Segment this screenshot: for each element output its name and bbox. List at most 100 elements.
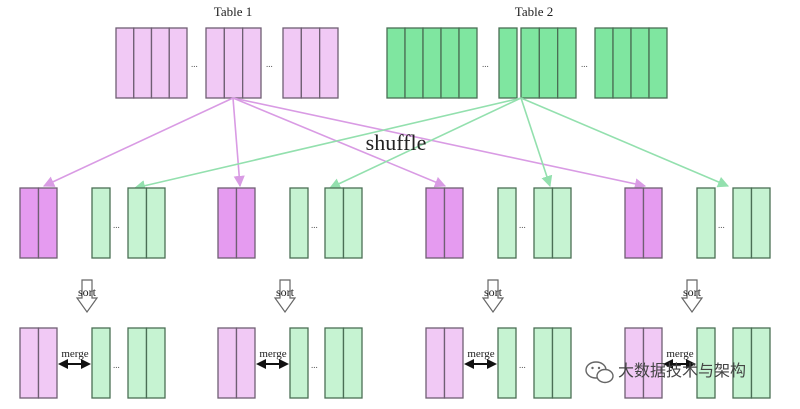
- partition-cell: [386, 27, 406, 99]
- partition-cell: [642, 187, 663, 259]
- shuffled-table2-partition: [732, 187, 771, 259]
- table1-label: Table 1: [214, 4, 252, 19]
- sort-label: sort: [276, 285, 295, 299]
- partition-cell: [750, 327, 771, 399]
- merge-step: merge: [256, 348, 289, 369]
- ellipsis: ...: [113, 360, 120, 370]
- merge-steps: merge merge merge merge: [58, 348, 696, 369]
- partition-cell: [696, 187, 716, 259]
- ellipsis: ...: [718, 360, 725, 370]
- table1-block: [205, 27, 262, 99]
- merge-step: merge: [58, 348, 91, 369]
- partition-cell: [223, 27, 244, 99]
- merge-label: merge: [467, 348, 494, 360]
- shuffled-table2-partition: [289, 187, 309, 259]
- sorted-table1-partition: [624, 327, 663, 399]
- sorted-table2-partition: [324, 327, 363, 399]
- partition-cell: [750, 187, 771, 259]
- sort-step: sort: [680, 279, 704, 314]
- table1-partitions: [115, 27, 339, 99]
- table2-block: [386, 27, 478, 99]
- partition-cell: [732, 187, 753, 259]
- partition-cell: [458, 27, 478, 99]
- partition-cell: [342, 327, 363, 399]
- shuffled-table2-partition: [324, 187, 363, 259]
- partition-cell: [551, 327, 572, 399]
- partition-cell: [443, 187, 464, 259]
- partition-cell: [557, 27, 577, 99]
- partition-cell: [624, 187, 645, 259]
- partition-cell: [342, 187, 363, 259]
- partition-cell: [630, 27, 650, 99]
- ellipsis: ...: [718, 220, 725, 230]
- partition-cell: [300, 27, 321, 99]
- sort-step: sort: [481, 279, 505, 314]
- partition-cell: [282, 27, 302, 99]
- partition-cell: [168, 27, 188, 99]
- partition-cell: [235, 327, 256, 399]
- shuffled-table2-partition: [696, 187, 716, 259]
- sort-down-arrow-icon: [75, 279, 99, 314]
- merge-step: merge: [663, 348, 696, 369]
- watermark-text: 大数据技术与架构: [618, 361, 746, 380]
- partition-cell: [217, 187, 238, 259]
- shuffled-table1-partition: [425, 187, 464, 259]
- shuffled-table2-partition: [127, 187, 166, 259]
- table2-partitions: [386, 27, 668, 99]
- sort-label: sort: [484, 285, 503, 299]
- shuffle-arrows-table1: [42, 97, 647, 190]
- partition-cell: [127, 327, 148, 399]
- table2-ellipsis-1: ...: [482, 59, 489, 69]
- ellipsis: ...: [519, 220, 526, 230]
- table1-block: [282, 27, 339, 99]
- shuffled-table2-partition: [533, 187, 572, 259]
- partition-cell: [91, 187, 111, 259]
- partition-cell: [440, 27, 460, 99]
- table2-ellipsis-2: ...: [581, 59, 588, 69]
- wechat-logo-icon: [585, 361, 614, 384]
- partition-cell: [133, 27, 153, 99]
- shuffle-label: shuffle: [366, 130, 427, 155]
- partition-cell: [127, 187, 148, 259]
- shuffled-partitions-row: ............: [19, 187, 771, 259]
- partition-cell: [324, 187, 345, 259]
- partition-cell: [425, 187, 446, 259]
- shuffle-arrows-table2: [133, 97, 730, 192]
- partition-cell: [533, 327, 554, 399]
- table2-block: [520, 27, 577, 99]
- partition-cell: [443, 327, 464, 399]
- table2-block: [594, 27, 668, 99]
- sort-down-arrow-icon: [680, 279, 704, 314]
- partition-cell: [319, 27, 339, 99]
- shuffled-table1-partition: [217, 187, 256, 259]
- shuffled-table1-partition: [624, 187, 663, 259]
- merge-step: merge: [464, 348, 497, 369]
- partition-cell: [91, 327, 111, 399]
- table2-label: Table 2: [515, 4, 553, 19]
- merge-label: merge: [666, 348, 693, 360]
- sorted-table2-partition: [533, 327, 572, 399]
- partition-cell: [612, 27, 632, 99]
- merge-label: merge: [61, 348, 88, 360]
- ellipsis: ...: [519, 360, 526, 370]
- partition-cell: [235, 187, 256, 259]
- sort-down-arrow-icon: [481, 279, 505, 314]
- partition-cell: [642, 327, 663, 399]
- partition-cell: [551, 187, 572, 259]
- sorted-table1-partition: [217, 327, 256, 399]
- shuffled-table2-partition: [497, 187, 517, 259]
- partition-cell: [37, 327, 58, 399]
- watermark: 大数据技术与架构: [585, 361, 746, 384]
- partition-cell: [217, 327, 238, 399]
- ellipsis: ...: [311, 220, 318, 230]
- sorted-table2-partition: [127, 327, 166, 399]
- partition-cell: [425, 327, 446, 399]
- sorted-table2-partition: [91, 327, 111, 399]
- sort-down-arrow-icon: [273, 279, 297, 314]
- sorted-table2-partition: [289, 327, 309, 399]
- partition-cell: [289, 327, 309, 399]
- partition-cell: [19, 187, 40, 259]
- partition-cell: [498, 27, 518, 99]
- sorted-table1-partition: [19, 327, 58, 399]
